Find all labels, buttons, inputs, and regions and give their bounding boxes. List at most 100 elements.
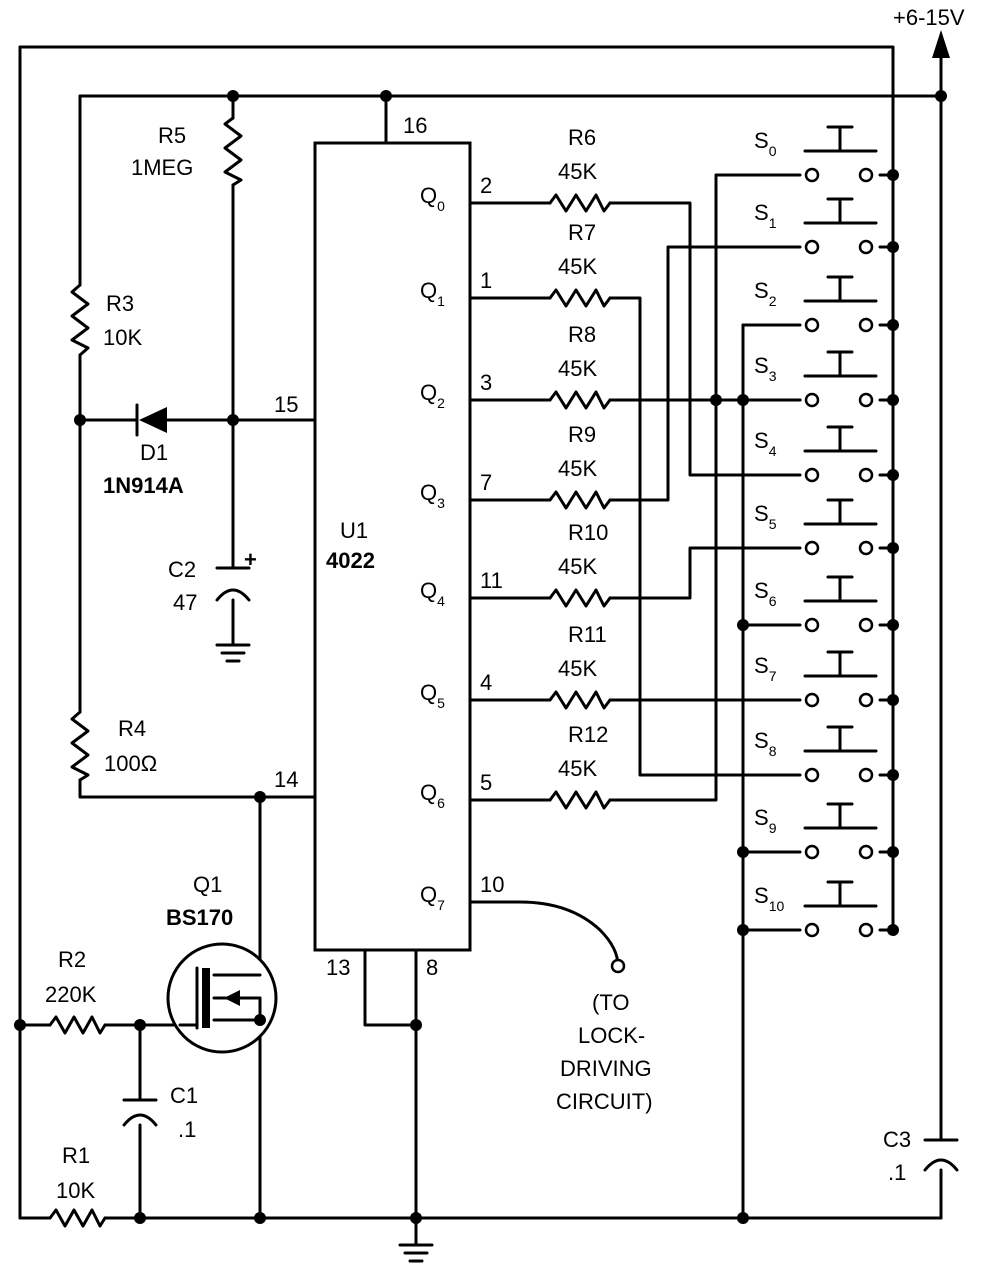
q7-pin-number: 10 <box>480 872 504 897</box>
s10-right-terminal <box>858 922 874 938</box>
r4-ref: R4 <box>118 716 146 741</box>
s2-subscript: 2 <box>769 293 777 309</box>
u1-part: 4022 <box>326 548 375 573</box>
r4-value: 100Ω <box>104 751 157 776</box>
r12-ref: R12 <box>568 722 608 747</box>
r9-symbol <box>548 490 612 510</box>
c3-value: .1 <box>888 1160 906 1185</box>
r10-ref: R10 <box>568 520 608 545</box>
s10-left-terminal <box>804 922 820 938</box>
s3-subscript: 3 <box>769 368 777 384</box>
d1-ref: D1 <box>140 440 168 465</box>
q2-subscript: 2 <box>437 395 445 411</box>
d1-diode-symbol <box>135 403 167 437</box>
r3-symbol <box>70 283 90 357</box>
s0-rail-junction <box>887 169 899 181</box>
s2-right-terminal <box>858 317 874 333</box>
switch-s10: S10 <box>754 880 899 938</box>
s8-name: S <box>754 728 769 753</box>
s1-pushbutton-icon <box>803 197 878 225</box>
pin8-label: 8 <box>426 955 438 980</box>
s1-rail-junction <box>887 241 899 253</box>
s6-rail-junction <box>887 619 899 631</box>
r9-value: 45K <box>558 456 597 481</box>
s5-name: S <box>754 501 769 526</box>
u1-ref: U1 <box>340 518 368 543</box>
s4-label: S4 <box>754 428 777 459</box>
s7-left-terminal <box>804 692 820 708</box>
r7-ref: R7 <box>568 220 596 245</box>
r3-value: 10K <box>103 325 142 350</box>
r1-ref: R1 <box>62 1143 90 1168</box>
s1-label: S1 <box>754 200 777 231</box>
s4-name: S <box>754 428 769 453</box>
s0-label: S0 <box>754 128 777 159</box>
r11-value: 45K <box>558 656 597 681</box>
s9-left-terminal <box>804 844 820 860</box>
s8-right-terminal <box>858 767 874 783</box>
c1-ref: C1 <box>170 1083 198 1108</box>
s4-rail-junction <box>887 469 899 481</box>
s0-left-terminal <box>804 167 820 183</box>
r5-ref: R5 <box>158 123 186 148</box>
s7-subscript: 7 <box>769 668 777 684</box>
q4-pin-number: 11 <box>480 568 503 593</box>
s2-left-terminal <box>804 317 820 333</box>
s7-label: S7 <box>754 653 777 684</box>
q6-pin-number: 5 <box>480 770 492 795</box>
q0-pin-number: 2 <box>480 173 492 198</box>
s6-name: S <box>754 578 769 603</box>
r1-value: 10K <box>56 1178 95 1203</box>
s1-name: S <box>754 200 769 225</box>
q5-output-label: Q5 <box>420 680 445 711</box>
s10-name: S <box>754 883 769 908</box>
r4-symbol <box>70 710 90 782</box>
r8-value: 45K <box>558 356 597 381</box>
q6-subscript: 6 <box>437 795 445 811</box>
s6-label: S6 <box>754 578 777 609</box>
r3-ref: R3 <box>106 291 134 316</box>
c1-value: .1 <box>178 1117 196 1142</box>
lock-note-line1: (TO <box>592 990 629 1015</box>
s2-label: S2 <box>754 278 777 309</box>
s10-rail-junction <box>887 924 899 936</box>
r10-value: 45K <box>558 554 597 579</box>
q5-name: Q <box>420 680 437 705</box>
q0-name: Q <box>420 183 437 208</box>
s10-label: S10 <box>754 883 784 914</box>
s3-pushbutton-icon <box>803 350 878 378</box>
switch-s1: S1 <box>754 197 899 255</box>
s8-label: S8 <box>754 728 777 759</box>
s6-right-terminal <box>858 617 874 633</box>
q3-subscript: 3 <box>437 495 445 511</box>
s1-right-terminal <box>858 239 874 255</box>
s9-label: S9 <box>754 805 777 836</box>
s2-rail-junction <box>887 319 899 331</box>
q4-output-label: Q4 <box>420 578 445 609</box>
s9-pushbutton-icon <box>803 802 878 830</box>
s3-name: S <box>754 353 769 378</box>
s1-subscript: 1 <box>769 215 777 231</box>
q0-output-label: Q0 <box>420 183 445 214</box>
s5-pushbutton-icon <box>803 498 878 526</box>
q1-part: BS170 <box>166 905 233 930</box>
q7-subscript: 7 <box>437 897 445 913</box>
s3-rail-junction <box>887 394 899 406</box>
s9-name: S <box>754 805 769 830</box>
s8-subscript: 8 <box>769 743 777 759</box>
s5-right-terminal <box>858 540 874 556</box>
c1-capacitor-symbol <box>122 1098 158 1127</box>
s7-name: S <box>754 653 769 678</box>
s5-subscript: 5 <box>769 516 777 532</box>
s6-subscript: 6 <box>769 593 777 609</box>
r2-symbol <box>48 1015 107 1035</box>
wires <box>18 45 943 1247</box>
switch-s9: S9 <box>754 802 899 860</box>
r7-value: 45K <box>558 254 597 279</box>
r2-ref: R2 <box>58 947 86 972</box>
switch-s2: S2 <box>754 275 899 333</box>
s9-rail-junction <box>887 846 899 858</box>
s4-left-terminal <box>804 467 820 483</box>
